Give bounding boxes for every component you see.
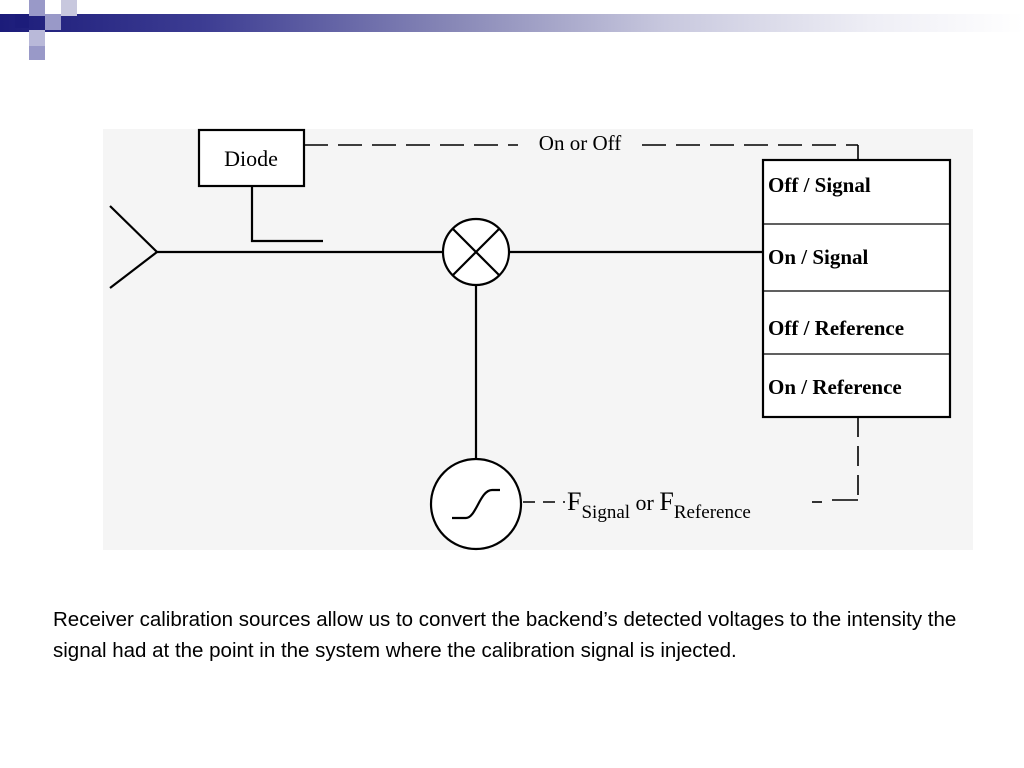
deco-square-light-2 [45, 14, 61, 30]
header-bar [0, 14, 1024, 32]
deco-square-light-4 [61, 0, 77, 16]
frequency-label: FSignal or FReference [567, 487, 751, 523]
deco-square-light-1 [29, 0, 45, 16]
deco-square-dark-1 [15, 14, 29, 28]
freq-sub-reference: Reference [674, 502, 751, 523]
state-off-signal: Off / Signal [768, 173, 871, 197]
switch-label: On or Off [539, 131, 621, 155]
deco-square-light-3 [29, 30, 45, 46]
mixer-icon [441, 217, 511, 287]
state-off-reference: Off / Reference [768, 316, 904, 340]
freq-sub-signal: Signal [581, 502, 630, 523]
state-table: Off / Signal On / Signal Off / Reference… [761, 158, 952, 419]
frequency-control-line [523, 417, 859, 503]
diode-coupler-line [250, 186, 323, 243]
caption-text: Receiver calibration sources allow us to… [53, 608, 957, 662]
oscillator-icon [429, 457, 523, 551]
calibration-diagram: Diode On or Off Off / Signal [109, 128, 952, 551]
freq-or: or [630, 490, 659, 515]
state-on-reference: On / Reference [768, 375, 902, 399]
state-on-signal: On / Signal [768, 245, 869, 269]
diode-label: Diode [224, 146, 278, 171]
deco-square-light-5 [29, 46, 45, 60]
antenna-icon [109, 205, 158, 289]
freq-f1: F [567, 487, 581, 516]
switch-control-line [304, 144, 859, 160]
freq-f2: F [659, 487, 673, 516]
